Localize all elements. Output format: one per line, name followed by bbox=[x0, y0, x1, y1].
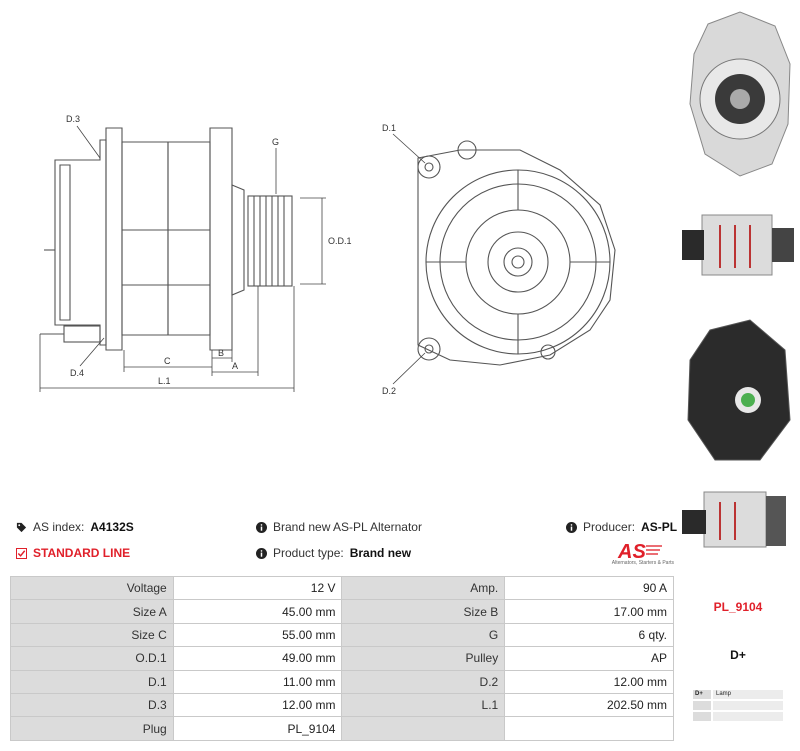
as-index: AS index: A4132S bbox=[16, 520, 134, 534]
product-photos bbox=[680, 0, 800, 560]
photo-front[interactable] bbox=[680, 4, 800, 184]
label-d3: D.3 bbox=[66, 114, 80, 124]
pin-description: Lamp bbox=[713, 690, 783, 699]
spec-value: 17.00 mm bbox=[504, 599, 674, 624]
photo-rear[interactable] bbox=[680, 310, 800, 480]
spec-value: 90 A bbox=[504, 575, 674, 601]
spec-key: D.3 bbox=[10, 692, 174, 718]
pin-name: D+ bbox=[693, 690, 711, 699]
label-d1: D.1 bbox=[382, 123, 396, 133]
spec-value: 49.00 mm bbox=[172, 646, 343, 671]
technical-drawing: D.3 D.4 G O.D.1 C B A L.1 D.1 D.2 bbox=[39, 114, 616, 396]
side-view-rear-cap bbox=[59, 164, 71, 321]
label-d4: D.4 bbox=[70, 368, 84, 378]
photo-top[interactable] bbox=[680, 482, 800, 562]
spec-key: D.1 bbox=[10, 669, 174, 694]
side-view-pulley bbox=[247, 195, 293, 287]
spec-key: Amp. bbox=[341, 575, 506, 601]
label-g: G bbox=[272, 137, 279, 147]
producer: Producer: AS-PL bbox=[566, 520, 677, 534]
side-view-body bbox=[121, 141, 169, 336]
pin-row bbox=[693, 701, 783, 710]
product-type-label: Product type: bbox=[273, 546, 344, 560]
pin-name bbox=[693, 712, 711, 721]
spec-key: Plug bbox=[10, 716, 174, 741]
pin-description bbox=[713, 712, 783, 721]
label-a: A bbox=[232, 361, 238, 371]
spec-value bbox=[504, 716, 674, 741]
alternator-diagram: D.3 D.4 G O.D.1 C B A L.1 D.1 D.2 bbox=[39, 114, 616, 396]
description-text: Brand new AS-PL Alternator bbox=[273, 520, 422, 534]
spec-key: Pulley bbox=[341, 646, 506, 671]
spec-key: D.2 bbox=[341, 669, 506, 694]
spec-value: 12 V bbox=[172, 575, 343, 601]
spec-key: O.D.1 bbox=[10, 646, 174, 671]
spec-key: Voltage bbox=[10, 575, 174, 601]
terminal-label: D+ bbox=[730, 648, 746, 662]
checkbox-checked-icon bbox=[16, 547, 27, 559]
pin-description bbox=[713, 701, 783, 710]
plug-code: PL_9104 bbox=[713, 600, 763, 614]
spec-key: Size B bbox=[341, 599, 506, 624]
as-index-label: AS index: bbox=[33, 520, 85, 534]
as-logo-subtitle: Alternators, Starters & Parts bbox=[611, 560, 674, 566]
label-l1: L.1 bbox=[158, 376, 171, 386]
as-index-value: A4132S bbox=[90, 520, 134, 534]
product-type-value: Brand new bbox=[349, 546, 412, 560]
as-logo-text: AS bbox=[617, 541, 646, 562]
pin-table: D+Lamp bbox=[693, 690, 783, 723]
side-view-stator bbox=[105, 127, 123, 351]
pin-row bbox=[693, 712, 783, 721]
standard-line-text: STANDARD LINE bbox=[33, 546, 131, 560]
spec-value: AP bbox=[504, 646, 674, 671]
side-view-front-plate bbox=[209, 127, 233, 351]
label-d2: D.2 bbox=[382, 386, 396, 396]
spec-value: 12.00 mm bbox=[172, 692, 343, 718]
pin-row: D+Lamp bbox=[693, 690, 783, 699]
spec-key: L.1 bbox=[341, 692, 506, 718]
photo-side[interactable] bbox=[680, 190, 800, 300]
label-c: C bbox=[164, 356, 171, 366]
spec-key: G bbox=[341, 622, 506, 648]
standard-line: STANDARD LINE bbox=[16, 546, 130, 560]
info-icon bbox=[256, 547, 267, 559]
as-logo: AS Alternators, Starters & Parts bbox=[588, 538, 674, 568]
info-icon bbox=[256, 521, 267, 533]
spec-value: 202.50 mm bbox=[504, 692, 674, 718]
spec-value: 12.00 mm bbox=[504, 669, 674, 694]
product-info: AS index: A4132S Brand new AS-PL Alterna… bbox=[14, 516, 677, 572]
product-type: Product type: Brand new bbox=[256, 546, 411, 560]
product-description: Brand new AS-PL Alternator bbox=[256, 520, 422, 534]
side-view-nose bbox=[231, 184, 245, 296]
spec-key bbox=[341, 716, 506, 741]
label-b: B bbox=[218, 348, 224, 358]
pin-name bbox=[693, 701, 711, 710]
producer-label: Producer: bbox=[583, 520, 636, 534]
spec-value: 6 qty. bbox=[504, 622, 674, 648]
spec-value: 55.00 mm bbox=[172, 622, 343, 648]
side-view-rear-housing bbox=[54, 139, 107, 346]
info-icon bbox=[566, 521, 577, 533]
spec-key: Size A bbox=[10, 599, 174, 624]
spec-key: Size C bbox=[10, 622, 174, 648]
as-logo-mark: AS bbox=[617, 541, 662, 563]
label-od1: O.D.1 bbox=[328, 236, 352, 246]
spec-value: 45.00 mm bbox=[172, 599, 343, 624]
spec-value: 11.00 mm bbox=[172, 669, 343, 694]
spec-value: PL_9104 bbox=[172, 716, 343, 741]
front-view bbox=[417, 140, 616, 366]
producer-value: AS-PL bbox=[641, 520, 678, 534]
side-view-front bbox=[167, 141, 211, 336]
tag-icon bbox=[16, 522, 27, 532]
